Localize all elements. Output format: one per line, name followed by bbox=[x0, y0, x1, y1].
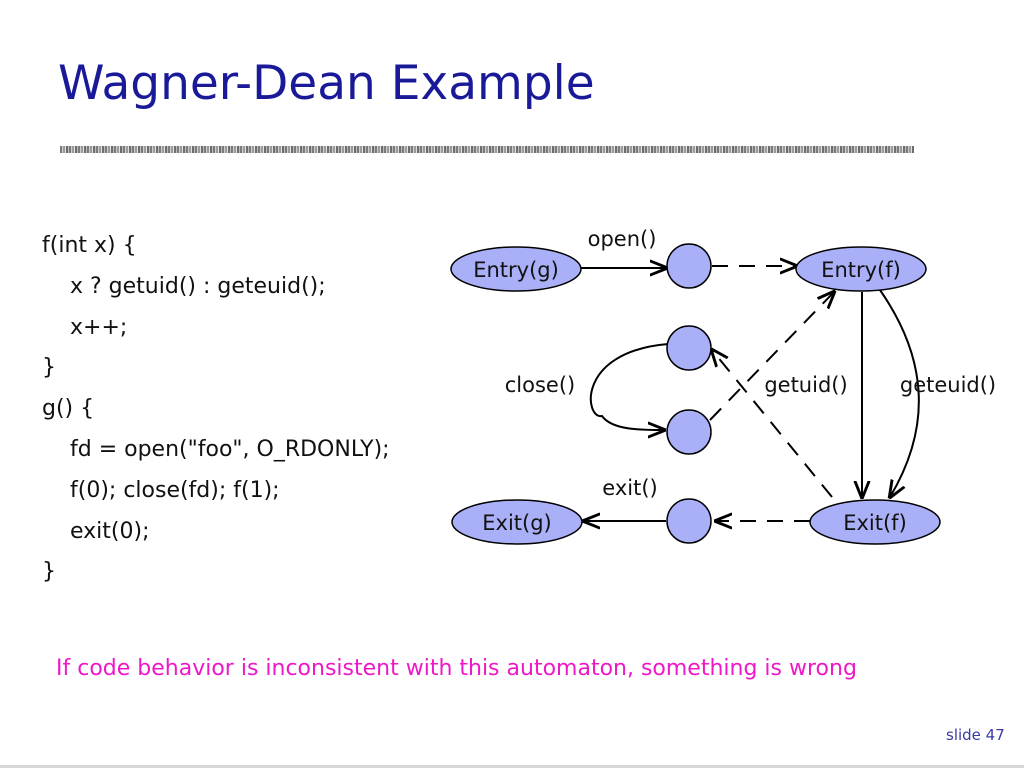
code-line: fd = open("foo", O_RDONLY); bbox=[70, 436, 390, 462]
code-line: x ? getuid() : geteuid(); bbox=[70, 273, 326, 299]
code-line: f(int x) { bbox=[42, 233, 137, 258]
edge-exit-f-to-return bbox=[712, 350, 833, 498]
slide-number: slide 47 bbox=[946, 726, 1005, 744]
edge-label-open: open() bbox=[588, 227, 657, 251]
code-line: exit(0); bbox=[70, 518, 150, 544]
state-exit-f-label: Exit(f) bbox=[843, 511, 907, 535]
code-listing: f(int x) { x ? getuid() : geteuid(); x++… bbox=[42, 226, 390, 593]
edge-label-close: close() bbox=[505, 373, 575, 397]
title-divider bbox=[60, 146, 914, 153]
edge-label-geteuid: geteuid() bbox=[900, 373, 996, 397]
code-line: } bbox=[42, 355, 56, 381]
slide-title: Wagner-Dean Example bbox=[58, 56, 595, 111]
state-call-site bbox=[666, 409, 712, 455]
footer-rule bbox=[0, 765, 1024, 768]
state-entry-g bbox=[450, 246, 582, 292]
edge-label-getuid: getuid() bbox=[764, 373, 847, 397]
state-entry-g-label: Entry(g) bbox=[473, 258, 559, 282]
state-exit-g bbox=[451, 499, 583, 545]
state-entry-f bbox=[795, 246, 927, 292]
edge-label-exit: exit() bbox=[602, 476, 657, 500]
code-line: f(0); close(fd); f(1); bbox=[70, 477, 280, 503]
warning-note: If code behavior is inconsistent with th… bbox=[56, 656, 857, 681]
code-line: } bbox=[42, 559, 56, 585]
state-before-exit bbox=[666, 498, 712, 544]
code-line: x++; bbox=[70, 314, 128, 340]
state-after-open bbox=[666, 243, 712, 289]
state-exit-f bbox=[809, 499, 941, 545]
state-exit-g-label: Exit(g) bbox=[482, 511, 551, 535]
state-return-site bbox=[666, 325, 712, 371]
edge-call-to-entry-f bbox=[709, 292, 834, 421]
state-entry-f-label: Entry(f) bbox=[821, 258, 901, 282]
edge-close-loop bbox=[589, 343, 669, 430]
code-line: g() { bbox=[42, 396, 95, 422]
edge-geteuid bbox=[879, 289, 920, 497]
